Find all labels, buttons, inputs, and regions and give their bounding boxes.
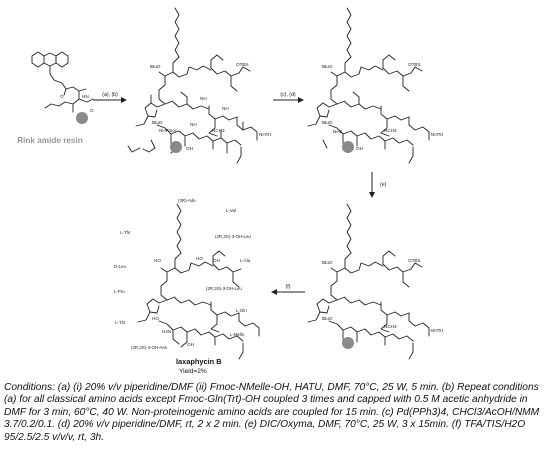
intermediate-linear-peptide [127,7,258,164]
atom-label: tBuO [150,64,161,69]
atom-label: HO [196,256,203,261]
resin-label: Rink amide resin [17,136,83,145]
resin-bead [76,112,88,124]
residue-label: (2R,3S)-3-OH-Leu [215,234,251,239]
atom-label: NCH3 [384,324,397,329]
atom-label: tBuO [322,316,333,321]
residue-label: (2R,3S)-3-OH-Asn [131,345,168,350]
residue-label: L-Val [226,208,236,213]
atom-label: NCH3 [384,128,397,133]
atom-label: OH [213,258,220,263]
atom-label: OTBS [236,62,249,67]
step-label-cd: (c), (d) [280,92,296,98]
residue-label: D-Leu [114,264,127,269]
residue-label: L-Thr [120,230,131,235]
atom-label: NHTrt [431,132,444,137]
atom-label: NCH3 [212,128,225,133]
synthesis-scheme: HN O O Rink amide resin (a), (b) [17,7,444,375]
atom-label: NH [222,106,229,111]
atom-label: HO [154,258,161,263]
reaction-conditions-caption: Conditions: (a) (i) 20% v/v piperidine/D… [4,382,540,443]
resin-bead [342,337,354,349]
atom-label: NHTrt [431,328,444,333]
residue-label: L-Melle [230,332,245,337]
intermediate-deprotected-peptide [307,7,430,164]
atom-label: OH [186,146,193,151]
product-yield: Yield=2% [179,368,207,375]
atom-label: tBuO [322,260,333,265]
atom-label: O [60,94,64,99]
atom-label: H2N [162,329,171,334]
residue-label: L-Thr [115,320,126,325]
atom-label: HO [152,316,159,321]
resin-bead [342,141,354,153]
residue-label: L-Gln [236,308,247,313]
residue-label: (3R)-Ade [178,198,196,203]
step-label-f: (f) [286,284,291,290]
step-label-e: (e) [380,182,387,188]
atom-label: OTBS [408,62,421,67]
atom-label: OH [187,342,194,347]
residue-label: L-Pro [114,289,125,294]
atom-label: O [90,108,94,113]
atom-label: NH2 [333,129,343,134]
atom-label: tBuO [322,64,333,69]
atom-label: OH [356,146,363,151]
atom-label: OTBS [408,258,421,263]
starting-material-structure: HN O O [31,51,94,124]
intermediate-cyclized-peptide [307,203,430,360]
atom-label: NH [200,96,207,101]
step-label-ab: (a), (b) [102,92,118,98]
atom-label: NHTrt [259,132,272,137]
atom-label: tBuO [152,120,163,125]
atom-label: tBuO [322,120,333,125]
residue-label: (2R,3S)-3-OH-Leu [206,286,242,291]
residue-label: L-Ala [240,258,251,263]
atom-label: NHFmoc [159,128,178,133]
atom-label: NH [190,122,197,127]
resin-bead [170,141,182,153]
atom-label: HN [82,94,89,99]
product-name: laxaphycin B [176,357,222,366]
product-structure [137,203,260,360]
